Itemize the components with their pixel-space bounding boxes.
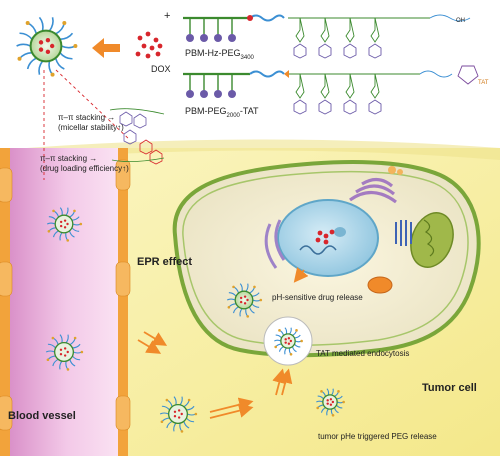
ph-release-label: pH-sensitive drug release [272,293,363,302]
chem-tat-label: TAT [478,80,489,86]
tumor-cell-label: Tumor cell [422,382,477,394]
dox-label: DOX [151,64,171,74]
tissue-top-edge [0,139,500,162]
polymer1-name: PBM-Hz-PEG [185,48,241,58]
blood-vessel-label: Blood vessel [8,410,76,422]
micelle-tissue-1 [159,396,198,433]
dox-molecules-nucleus [315,229,335,245]
vessel-wall-cells [0,159,131,431]
mitochondrion [410,212,454,268]
chem-structure-2 [288,65,479,99]
micelle-cell [226,283,263,318]
pi-stacking-1: π–π stacking → [58,113,116,122]
polymer2-label: PBM-PEG2000-TAT [185,106,259,119]
epr-effect-label: EPR effect [137,256,193,268]
polymer2-suffix: -TAT [239,106,259,116]
blood-vessel [8,148,126,456]
pathway-arrows [137,267,309,419]
vesicles [388,166,403,175]
vessel-wall-right [118,148,128,456]
nucleolus [334,227,346,237]
micelle-tissue-2 [316,388,345,417]
tat-endocytosis-label: TAT mediated endocytosis [316,349,410,358]
chem-oh-label: OH [456,18,465,24]
micelle-vessel-1 [46,207,83,242]
polymer2-subscript: 2000 [226,112,240,119]
nucleus [277,199,379,277]
chem-structure-1 [288,14,471,43]
plus-sign: + [164,10,171,22]
rough-er-stripes [395,220,412,246]
dox-molecules [135,31,163,59]
peg-release-label: tumor pHe triggered PEG release [318,432,437,441]
micelle-group [16,16,345,433]
polymer1-subscript: 3400 [240,54,254,61]
micelle-main [16,16,78,77]
pi-stacking-2-effect: (drug loading efficiency↑) [40,164,129,173]
polymer1-label: PBM-Hz-PEG3400 [185,48,254,61]
polymer-chain-1 [183,14,285,42]
micelle-endocytosis [274,327,303,356]
golgi-apparatus [349,177,397,204]
endoplasmic-reticulum [264,219,286,269]
vessel-wall-left [0,148,10,456]
polymer-chain-2 [183,70,289,98]
pi-stacking-inset [109,108,165,165]
micelle-vessel-2 [45,334,84,371]
assembly-arrow [92,38,120,58]
chem-structure-2-rings [293,99,382,115]
lysosome [367,276,393,294]
chem-structure-1-rings [293,43,382,59]
pi-stacking-2: π–π stacking → [40,154,98,163]
dna-strand [299,245,337,255]
pi-stacking-1-effect: (micellar stability↑) [58,123,124,132]
zoom-dashed-lines [43,69,131,180]
polymer2-name: PBM-PEG [185,106,227,116]
